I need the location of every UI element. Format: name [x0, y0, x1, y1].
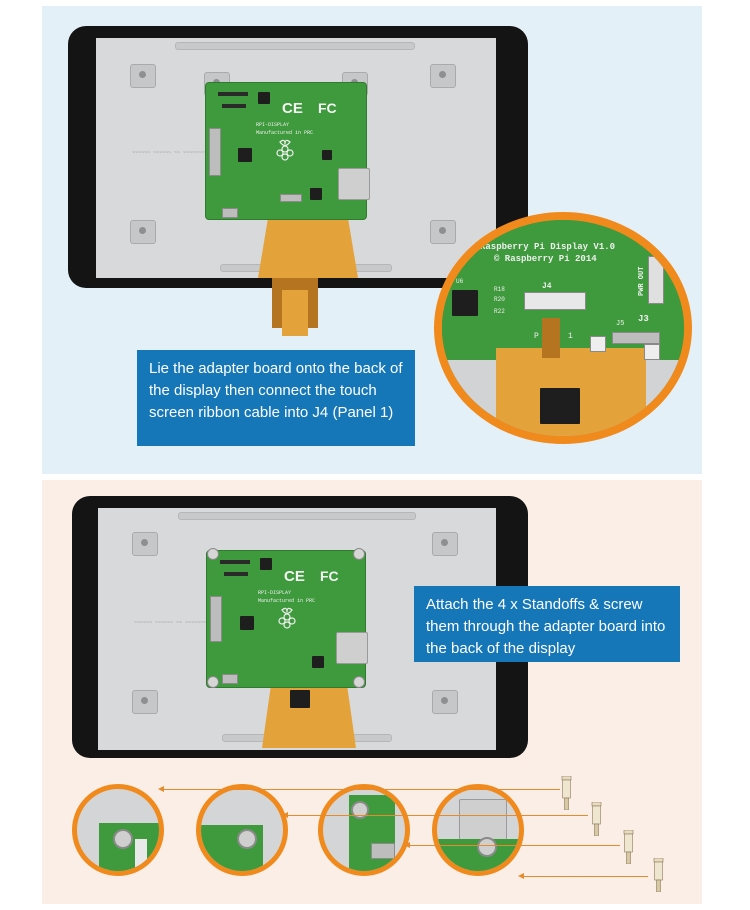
- usb-port: [338, 168, 370, 200]
- zoom-j4-connector: [524, 292, 586, 310]
- ce-mark-icon: CE: [284, 568, 305, 585]
- gpio-header: [224, 572, 248, 576]
- board-manufactured-label: Manufactured in PRC: [258, 598, 316, 604]
- display-flex-ribbon: [258, 218, 358, 278]
- zoom-j4-label: J4: [542, 282, 552, 291]
- standoff-installed: [353, 676, 365, 688]
- zoom-ribbon-trace: [542, 318, 560, 358]
- ic-chip: [238, 148, 252, 162]
- gpio-header: [220, 560, 250, 564]
- standoff-installed: [353, 548, 365, 560]
- j4-connector-small: [280, 194, 302, 202]
- standoff-detail-1: [72, 784, 164, 876]
- micro-usb-power-port: [222, 208, 238, 218]
- power-inductor: [258, 92, 270, 104]
- detail-standoff-top: [477, 837, 497, 857]
- step-2-instruction: Attach the 4 x Standoffs & screw them th…: [414, 586, 680, 662]
- detail-standoff-top: [113, 829, 133, 849]
- arrow-left-icon: [518, 873, 648, 879]
- ic-chip: [322, 150, 332, 160]
- standoff-icon: [591, 802, 602, 836]
- zoom-pwr-out-label: PWR OUT: [638, 266, 646, 296]
- zoom-board-copyright: © Raspberry Pi 2014: [494, 254, 597, 264]
- backplate-label-text: ~~~~~~ ~~~~~~ ~~ ~~~~~~~~~~: [132, 150, 214, 156]
- zoom-r22-label: R22: [494, 308, 505, 315]
- ic-chip: [310, 188, 322, 200]
- zoom-touch-controller-chip: [540, 388, 580, 424]
- zoom-j3-label: J3: [638, 314, 649, 324]
- backplate-top-rail: [175, 42, 415, 50]
- ce-mark-icon: CE: [282, 100, 303, 117]
- detail-usb-port: [459, 799, 507, 841]
- micro-usb-power-port: [222, 674, 238, 684]
- standoff-installed: [207, 676, 219, 688]
- ic-chip: [240, 616, 254, 630]
- board-model-label: RPI-DISPLAY: [258, 590, 292, 596]
- fpc-connector: [210, 596, 222, 642]
- touch-controller-chip: [290, 690, 310, 708]
- mounting-tab: [432, 532, 458, 556]
- standoff-detail-2: [196, 784, 288, 876]
- detail-micro-usb: [371, 843, 395, 859]
- standoff-icon: [653, 858, 664, 892]
- zoom-pwr-out-header: [648, 256, 664, 304]
- power-inductor: [260, 558, 272, 570]
- standoff-icon: [623, 830, 634, 864]
- mounting-tab: [432, 690, 458, 714]
- fcc-mark-icon: FC: [320, 568, 339, 584]
- arrow-left-icon: [158, 786, 560, 792]
- mounting-tab: [130, 64, 156, 88]
- standoff-detail-3: [318, 784, 410, 876]
- j4-zoom-detail: Raspberry Pi Display V1.0 © Raspberry Pi…: [434, 212, 692, 444]
- zoom-p-label: P: [534, 332, 539, 341]
- arrow-left-icon: [282, 812, 588, 818]
- board-manufactured-label: Manufactured in PRC: [256, 130, 314, 136]
- zoom-r18-label: R18: [494, 286, 505, 293]
- mounting-tab: [130, 220, 156, 244]
- standoff-icon: [561, 776, 572, 810]
- detail-standoff-top: [237, 829, 257, 849]
- zoom-pad: [644, 344, 660, 360]
- raspberry-pi-logo-icon: [278, 607, 296, 629]
- zoom-r20-label: R20: [494, 296, 505, 303]
- usb-port: [336, 632, 368, 664]
- mounting-tab: [132, 532, 158, 556]
- standoff-installed: [207, 548, 219, 560]
- zoom-1-label: 1: [568, 332, 573, 341]
- raspberry-pi-logo-icon: [276, 139, 294, 161]
- board-model-label: RPI-DISPLAY: [256, 122, 290, 128]
- mounting-tab: [430, 64, 456, 88]
- backplate-top-rail: [178, 512, 416, 520]
- zoom-j5-connector: [612, 332, 660, 344]
- mounting-tab: [132, 690, 158, 714]
- detail-pad-strip: [135, 839, 147, 867]
- step-1-instruction: Lie the adapter board onto the back of t…: [137, 350, 415, 446]
- gpio-header: [218, 92, 248, 96]
- fpc-connector: [209, 128, 221, 176]
- zoom-j5-label: J5: [616, 320, 625, 328]
- backplate-label-text: ~~~~~~ ~~~~~~ ~~ ~~~~~~~~~~: [134, 620, 216, 626]
- fcc-mark-icon: FC: [318, 100, 337, 116]
- standoff-detail-4: [432, 784, 524, 876]
- arrow-left-icon: [404, 842, 620, 848]
- touch-ribbon-tail: [282, 290, 308, 336]
- ic-chip: [312, 656, 324, 668]
- gpio-header: [222, 104, 246, 108]
- detail-standoff-top: [351, 801, 369, 819]
- zoom-u6-label: U6: [456, 278, 464, 285]
- zoom-pad: [590, 336, 606, 352]
- zoom-u6-chip: [452, 290, 478, 316]
- zoom-board-title: Raspberry Pi Display V1.0: [480, 242, 616, 252]
